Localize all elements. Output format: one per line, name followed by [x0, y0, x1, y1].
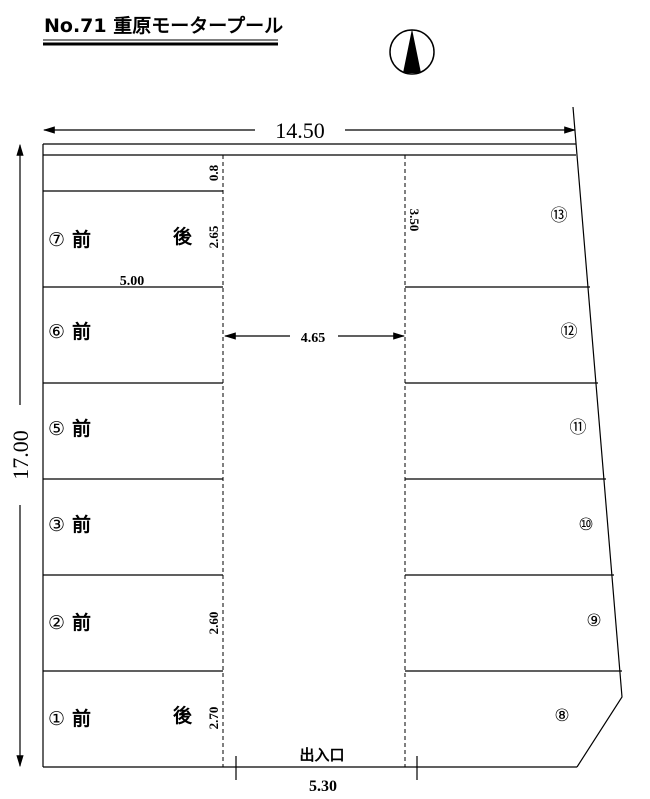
space-number: ⑥ [48, 321, 65, 343]
total-width-dimension: 14.50 [42, 118, 577, 143]
space2-width-label: 2.60 [206, 612, 221, 635]
back-label: 後 [173, 225, 193, 248]
right-space-width-label: 3.50 [407, 209, 422, 232]
space-length-label: 5.00 [120, 274, 145, 289]
entrance-width-label: 5.30 [309, 778, 337, 795]
total-height-label: 17.00 [8, 430, 33, 480]
front-label: 前 [72, 707, 91, 730]
front-label: 前 [72, 320, 91, 343]
space-3: ③ 前 [48, 513, 91, 536]
space-number: ⑤ [48, 418, 65, 440]
top-strip-label: 0.8 [206, 164, 221, 181]
total-height-dimension: 17.00 [8, 143, 33, 768]
space-10-number: ⑩ [578, 515, 593, 535]
right-space-dividers [405, 286, 622, 672]
lot-outline [42, 106, 623, 768]
front-label: 前 [72, 228, 91, 251]
space-5: ⑤ 前 [48, 417, 91, 440]
space-11-number: ⑪ [570, 418, 587, 438]
aisle-width-dimension: 4.65 [223, 331, 406, 346]
space-1: ① 前 後 [48, 704, 193, 730]
space-9-number: ⑨ [586, 611, 601, 631]
space-number: ② [48, 612, 65, 634]
aisle-width-label: 4.65 [301, 331, 326, 346]
page-title: No.71 重原モータープール [44, 14, 283, 37]
space-number: ⑦ [48, 229, 65, 251]
front-label: 前 [72, 611, 91, 634]
space-12-number: ⑫ [561, 322, 578, 342]
left-space-dividers [43, 190, 223, 672]
north-arrow-icon [389, 29, 435, 75]
space-7: ⑦ 前 後 [48, 225, 193, 251]
total-width-label: 14.50 [275, 118, 325, 143]
space-number: ③ [48, 514, 65, 536]
space-number: ① [48, 708, 65, 730]
space-13-number: ⑬ [551, 206, 568, 226]
space-6: ⑥ 前 [48, 320, 91, 343]
space-8-number: ⑧ [554, 706, 569, 726]
front-label: 前 [72, 417, 91, 440]
back-label: 後 [173, 704, 193, 727]
front-label: 前 [72, 513, 91, 536]
entrance-label: 出入口 [299, 746, 344, 764]
space7-width-label: 2.65 [206, 225, 221, 248]
space1-width-label: 2.70 [206, 707, 221, 730]
entrance: 出入口 5.30 [235, 746, 418, 795]
space-2: ② 前 [48, 611, 91, 634]
